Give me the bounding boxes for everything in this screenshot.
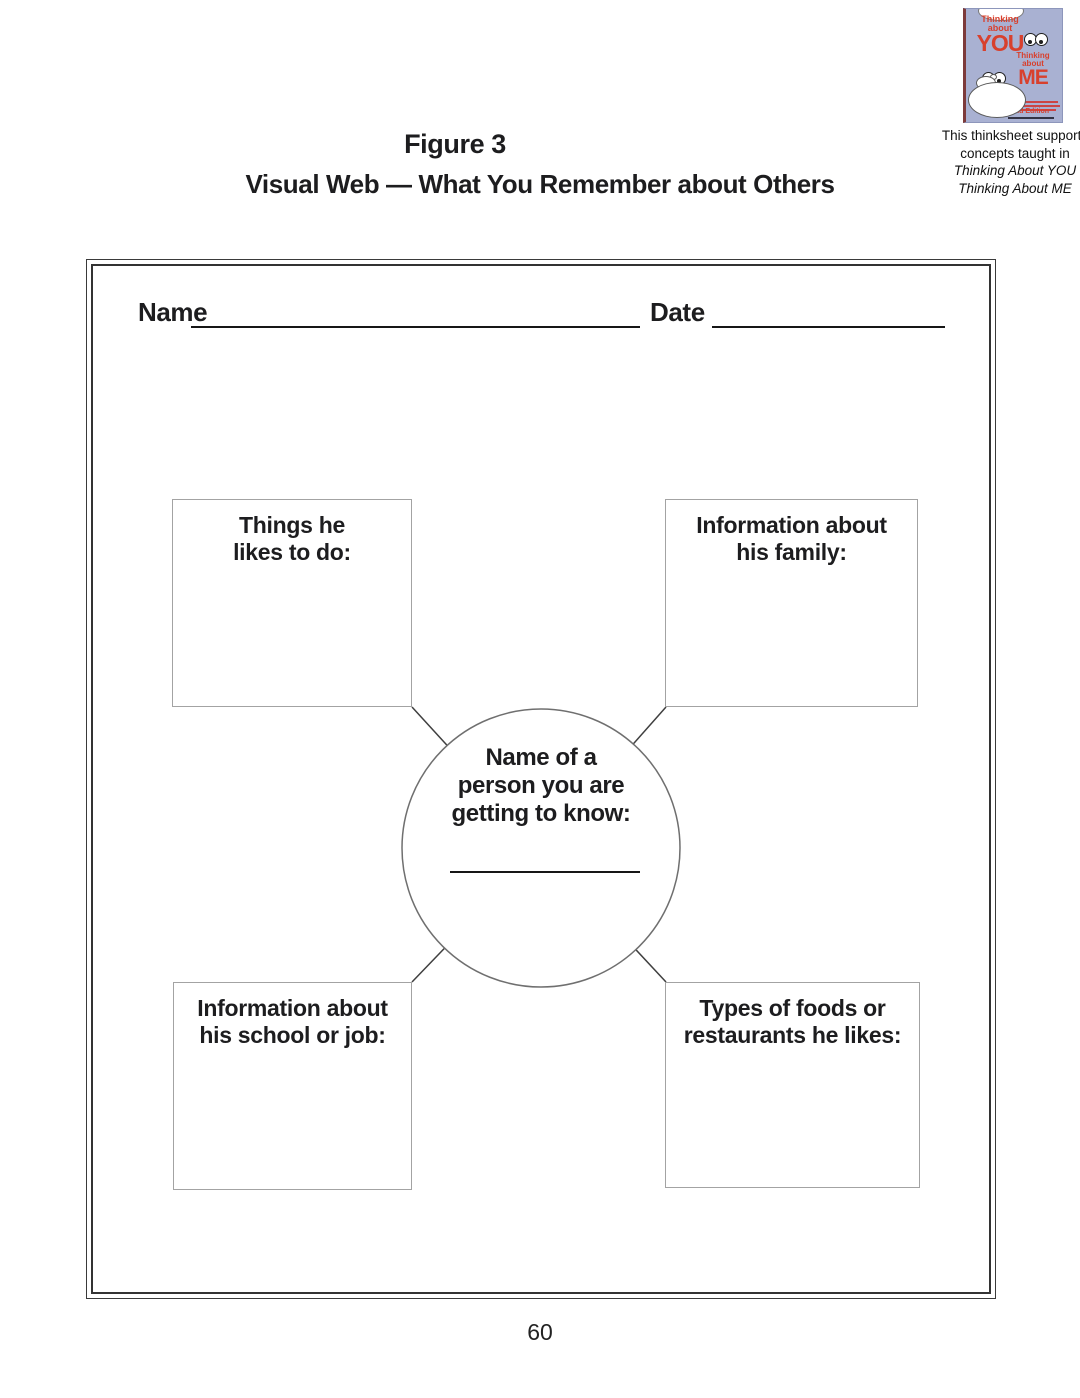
- web-box-label: Information about: [696, 512, 887, 538]
- center-circle-blank-line: [450, 871, 640, 873]
- web-box-label: restaurants he likes:: [683, 1022, 902, 1048]
- web-box-things-he-likes: Things he likes to do:: [172, 499, 412, 707]
- googly-eyes-icon: [1024, 33, 1048, 46]
- cover-title-me-big: ME: [1018, 66, 1049, 89]
- cover-author-line: [1008, 117, 1054, 119]
- center-circle-label: Name of a person you are getting to know…: [409, 744, 673, 828]
- center-circle-label-line: Name of a: [485, 744, 597, 771]
- cover-title-you: Thinking about YOU: [972, 14, 1028, 56]
- center-circle: [401, 708, 681, 988]
- cover-title-me: Thinking about ME: [1007, 51, 1059, 89]
- web-box-family-info: Information about his family:: [665, 499, 918, 707]
- web-box-label: Information about: [197, 995, 388, 1021]
- badge-caption-book-title: Thinking About YOU Thinking About ME: [953, 163, 1077, 196]
- center-circle-label-line: getting to know:: [451, 800, 631, 827]
- cover-title-you-big: YOU: [976, 30, 1025, 56]
- web-box-label: Types of foods or: [699, 995, 886, 1021]
- web-box-label: his school or job:: [199, 1022, 386, 1048]
- book-cover-thumbnail: Thinking about YOU Thinking about ME 2nd…: [963, 8, 1063, 123]
- web-box-label: Things he: [239, 512, 345, 538]
- thought-cloud-icon: [968, 82, 1026, 118]
- web-box-school-job-info: Information about his school or job:: [173, 982, 412, 1190]
- center-circle-label-line: person you are: [457, 772, 625, 799]
- cover-title-you-small: Thinking about: [981, 14, 1019, 33]
- date-blank-line: [712, 326, 945, 328]
- web-box-label: likes to do:: [233, 539, 351, 565]
- page-number: 60: [527, 1319, 553, 1345]
- page-title: Visual Web — What You Remember about Oth…: [245, 169, 835, 199]
- cover-edition-label: 2nd Edition: [1010, 108, 1050, 115]
- web-box-foods-restaurants: Types of foods or restaurants he likes:: [665, 982, 920, 1188]
- web-box-label: his family:: [736, 539, 847, 565]
- worksheet-frame-inner: [91, 264, 991, 1294]
- badge-caption: This thinksheet supports concepts taught…: [941, 127, 1080, 197]
- figure-label: Figure 3: [404, 129, 506, 159]
- cover-subtitle-lines: [1004, 99, 1060, 113]
- name-blank-line: [191, 326, 640, 328]
- name-label: Name: [138, 297, 208, 327]
- cover-title-me-small: Thinking about: [1016, 51, 1050, 68]
- badge-caption-regular: This thinksheet supports concepts taught…: [941, 128, 1080, 161]
- date-label: Date: [650, 297, 705, 327]
